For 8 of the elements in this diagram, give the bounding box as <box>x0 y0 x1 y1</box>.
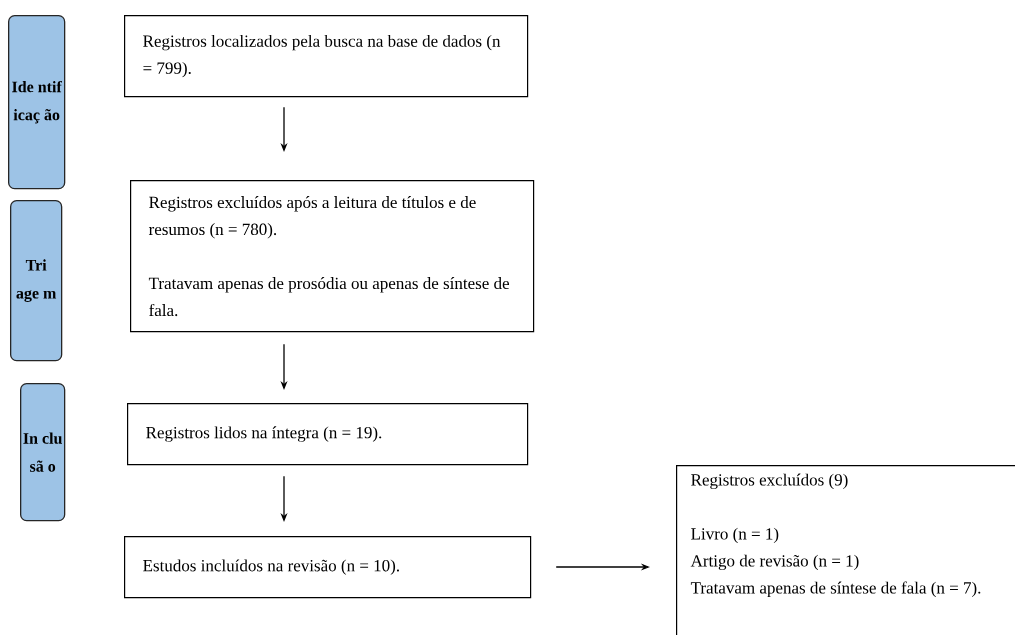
process-box: Registros lidos na íntegra (n = 19). <box>127 403 529 466</box>
process-box: Registros localizados pela busca na base de dados (n = 799). <box>124 15 529 98</box>
stage-label: Tri age m <box>10 200 63 362</box>
process-box: Estudos incluídos na revisão (n = 10). <box>124 536 532 599</box>
stage-label: Ide ntif icaç ão <box>8 15 66 190</box>
stage-label: In clu sã o <box>20 383 66 522</box>
process-box: Registros excluídos (9) Livro (n = 1) Artigo de revisão (n = 1) Tratavam apenas de síntese de fala (n = 7). <box>676 465 1015 635</box>
process-box: Registros excluídos após a leitura de títulos e de resumos (n = 780). Tratavam apenas de prosódia ou apenas de síntese de fala. <box>130 180 535 333</box>
